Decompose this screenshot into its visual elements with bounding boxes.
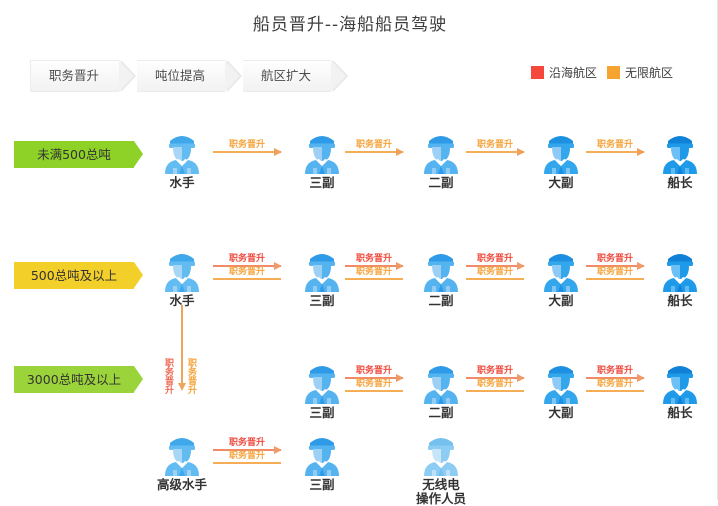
legend-label-coastal: 沿海航区	[548, 66, 597, 80]
legend: 沿海航区 无限航区	[530, 64, 673, 81]
sailor-icon	[657, 130, 703, 174]
breadcrumb: 职务晋升 吨位提高 航区扩大	[30, 60, 349, 92]
sailor-icon	[538, 360, 584, 404]
node-label: 二副	[428, 293, 454, 308]
node-row1-chief-officer: 大副	[526, 130, 596, 190]
arrow-row1-2: 职务晋升	[345, 140, 404, 156]
node-row4-third-officer: 三副	[287, 432, 357, 492]
arrow-row2-4-coastal: 职务晋升	[586, 254, 645, 270]
arrow-row3-2-unlimited: 职务晋升	[466, 379, 524, 392]
legend-item-coastal: 沿海航区	[530, 64, 597, 81]
node-row4-radio-operator: 无线电 操作人员	[406, 432, 476, 506]
vertical-connector-label-coastal: 职务晋升	[163, 358, 173, 394]
node-label: 水手	[169, 175, 195, 190]
arrow-row2-3-unlimited: 职务晋升	[466, 267, 524, 280]
arrow-row2-1-coastal: 职务晋升	[213, 254, 282, 270]
arrow-row2-2-coastal: 职务晋升	[345, 254, 404, 270]
sailor-icon	[538, 248, 584, 292]
arrow-row2-2-unlimited: 职务晋升	[345, 267, 403, 280]
node-label: 水手	[169, 293, 195, 308]
node-row2-captain: 船长	[645, 248, 715, 308]
node-label: 三副	[309, 175, 335, 190]
node-label: 无线电 操作人员	[406, 478, 476, 506]
node-label: 二副	[428, 405, 454, 420]
sailor-icon	[159, 432, 205, 476]
sailor-icon	[657, 248, 703, 292]
legend-label-unlimited: 无限航区	[624, 66, 673, 80]
node-row1-captain: 船长	[645, 130, 715, 190]
node-row3-third-officer: 三副	[287, 360, 357, 420]
node-row4-able-seaman: 高级水手	[147, 432, 217, 492]
breadcrumb-item-tonnage[interactable]: 吨位提高	[137, 60, 243, 92]
legend-item-unlimited: 无限航区	[606, 64, 673, 81]
legend-swatch-unlimited	[606, 66, 620, 79]
node-label: 船长	[667, 175, 693, 190]
node-label: 船长	[667, 405, 693, 420]
sailor-icon	[299, 360, 345, 404]
node-row1-third-officer: 三副	[287, 130, 357, 190]
sailor-icon	[299, 130, 345, 174]
node-label: 二副	[428, 175, 454, 190]
node-label: 三副	[309, 477, 335, 492]
node-row1-second-officer: 二副	[406, 130, 476, 190]
row-banner-under500: 未满500总吨	[14, 141, 143, 168]
node-row3-second-officer: 二副	[406, 360, 476, 420]
arrow-row3-1-coastal: 职务晋升	[345, 366, 404, 382]
sailor-icon	[159, 248, 205, 292]
sailor-icon	[299, 432, 345, 476]
arrow-row3-2-coastal: 职务晋升	[466, 366, 525, 382]
arrow-row2-3-coastal: 职务晋升	[466, 254, 525, 270]
sailor-icon	[418, 248, 464, 292]
arrow-row4-1-coastal: 职务晋升	[213, 438, 282, 454]
node-row1-sailor: 水手	[147, 130, 217, 190]
arrow-row3-1-unlimited: 职务晋升	[345, 379, 403, 392]
breadcrumb-item-area[interactable]: 航区扩大	[243, 60, 349, 92]
arrow-row3-3-coastal: 职务晋升	[586, 366, 645, 382]
arrow-row1-1: 职务晋升	[213, 140, 282, 156]
sailor-icon	[538, 130, 584, 174]
arrow-row2-4-unlimited: 职务晋升	[586, 267, 644, 280]
node-label: 高级水手	[156, 477, 207, 492]
node-label-line2: 操作人员	[415, 491, 466, 506]
node-row2-chief-officer: 大副	[526, 248, 596, 308]
node-row2-sailor: 水手	[147, 248, 217, 308]
node-row3-chief-officer: 大副	[526, 360, 596, 420]
node-label-line1: 无线电	[422, 477, 460, 492]
row-banner-over3000: 3000总吨及以上	[14, 366, 143, 393]
row-banner-over500: 500总吨及以上	[14, 262, 143, 289]
node-label: 大副	[548, 293, 574, 308]
sailor-icon	[299, 248, 345, 292]
arrow-row2-1-unlimited: 职务晋升	[213, 267, 281, 280]
arrow-row1-4: 职务晋升	[586, 140, 645, 156]
node-label: 三副	[309, 405, 335, 420]
legend-swatch-coastal	[530, 66, 544, 79]
sailor-icon	[159, 130, 205, 174]
arrow-row3-3-unlimited: 职务晋升	[586, 379, 644, 392]
breadcrumb-item-promotion[interactable]: 职务晋升	[30, 60, 137, 92]
arrow-row1-3: 职务晋升	[466, 140, 525, 156]
sailor-icon	[418, 360, 464, 404]
node-label: 船长	[667, 293, 693, 308]
vertical-connector-label-unlimited: 职务晋升	[186, 358, 196, 394]
node-row2-second-officer: 二副	[406, 248, 476, 308]
arrow-row4-1-unlimited: 职务晋升	[213, 451, 281, 464]
node-label: 大副	[548, 175, 574, 190]
sailor-icon	[418, 130, 464, 174]
node-row2-third-officer: 三副	[287, 248, 357, 308]
node-label: 大副	[548, 405, 574, 420]
node-row3-captain: 船长	[645, 360, 715, 420]
sailor-icon	[418, 432, 464, 476]
sailor-icon	[657, 360, 703, 404]
page-title: 船员晋升--海船船员驾驶	[252, 15, 448, 35]
node-label: 三副	[309, 293, 335, 308]
